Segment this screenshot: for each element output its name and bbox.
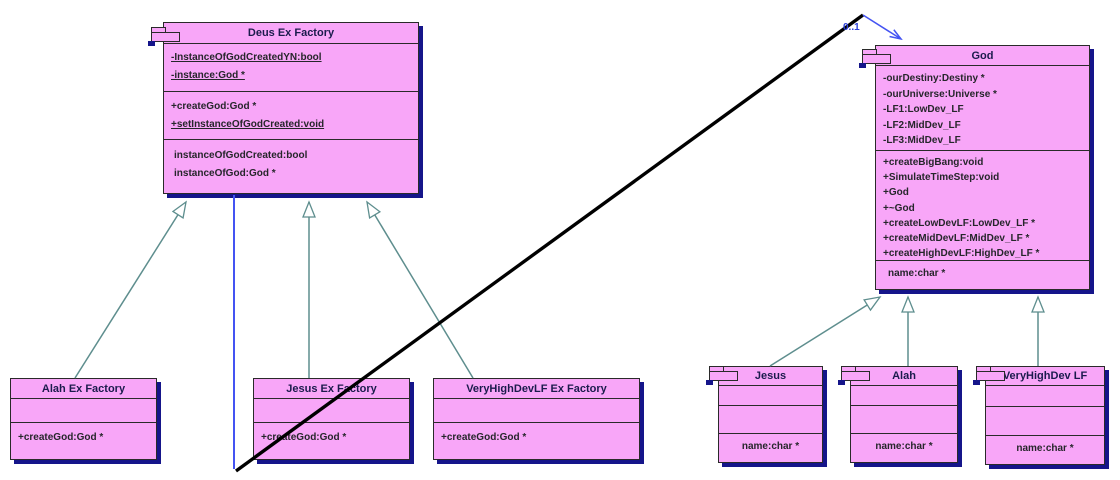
methods-compartment: +createGod:God * +setInstanceOfGodCreate… — [164, 92, 418, 140]
class-deus-ex-factory[interactable]: Deus Ex Factory -InstanceOfGodCreatedYN:… — [148, 22, 419, 194]
class-method: +createGod:God * — [18, 432, 104, 443]
class-method: +createBigBang:void — [883, 157, 984, 168]
attributes-compartment — [254, 399, 409, 423]
attributes-compartment — [434, 399, 639, 423]
class-attribute: -LF3:MidDev_LF — [883, 135, 961, 146]
class-attribute: -ourDestiny:Destiny * — [883, 73, 985, 84]
properties-compartment: name:char * — [719, 434, 822, 461]
class-jesus[interactable]: Jesus name:char * — [706, 366, 823, 463]
class-jesus-ex-factory[interactable]: Jesus Ex Factory +createGod:God * — [253, 378, 410, 460]
methods-compartment: +createGod:God * — [254, 423, 409, 458]
class-god[interactable]: God -ourDestiny:Destiny * -ourUniverse:U… — [859, 45, 1090, 290]
component-icon — [838, 366, 871, 386]
class-veryhighdev-lf[interactable]: VeryHighDev LF name:char * — [973, 366, 1105, 465]
class-property: name:char * — [741, 441, 800, 452]
inheritance-line-jesus-to-god — [769, 296, 882, 367]
class-attribute: -InstanceOfGodCreatedYN:bool — [171, 52, 322, 63]
class-method: +createMidDevLF:MidDev_LF * — [883, 233, 1030, 245]
component-icon — [148, 27, 181, 47]
class-property: name:char * — [875, 441, 933, 452]
class-method: +createGod:God * — [171, 101, 257, 112]
methods-compartment: +createBigBang:void +SimulateTimeStep:vo… — [876, 151, 1089, 261]
component-icon — [859, 49, 892, 69]
component-icon — [973, 366, 1006, 386]
properties-compartment: name:char * — [986, 436, 1104, 463]
association-arrow-to-god — [862, 14, 901, 39]
methods-compartment — [719, 406, 822, 434]
class-attribute: -LF2:MidDev_LF — [883, 119, 961, 131]
attributes-compartment: -ourDestiny:Destiny * -ourUniverse:Unive… — [876, 66, 1089, 151]
class-property: name:char * — [888, 268, 946, 279]
inheritance-line-veryhighdevlfexfactory-to-deusexfactory — [366, 200, 474, 379]
class-attribute: -ourUniverse:Universe * — [883, 88, 997, 100]
class-method: +createLowDevLF:LowDev_LF * — [883, 217, 1035, 229]
class-method: +createGod:God * — [261, 432, 347, 443]
class-veryhighdevlf-ex-factory[interactable]: VeryHighDevLF Ex Factory +createGod:God … — [433, 378, 640, 460]
class-title: VeryHighDevLF Ex Factory — [434, 379, 639, 399]
methods-compartment — [986, 407, 1104, 436]
class-title: Alah Ex Factory — [11, 379, 156, 399]
attributes-compartment — [719, 386, 822, 406]
class-title: VeryHighDev LF — [986, 367, 1104, 386]
class-attribute: -LF1:LowDev_LF — [883, 104, 964, 115]
attributes-compartment — [986, 386, 1104, 407]
component-icon — [706, 366, 739, 386]
multiplicity-label: 0..1 — [843, 22, 860, 33]
class-method: +setInstanceOfGodCreated:void — [171, 119, 325, 130]
class-method: +~God — [883, 202, 915, 214]
class-title: God — [876, 46, 1089, 66]
class-method: +createHighDevLF:HighDev_LF * — [883, 248, 1040, 260]
properties-compartment: instanceOfGodCreated:bool instanceOfGod:… — [164, 140, 418, 192]
class-title: Alah — [851, 367, 957, 386]
attributes-compartment — [11, 399, 156, 423]
class-attribute: -instance:God * — [171, 70, 245, 81]
class-property: instanceOfGod:God * — [174, 168, 276, 179]
attributes-compartment: -InstanceOfGodCreatedYN:bool -instance:G… — [164, 44, 418, 92]
methods-compartment: +createGod:God * — [434, 423, 639, 458]
class-alah[interactable]: Alah name:char * — [838, 366, 958, 463]
class-method: +SimulateTimeStep:void — [883, 172, 1000, 184]
properties-compartment: name:char * — [851, 434, 957, 461]
class-alah-ex-factory[interactable]: Alah Ex Factory +createGod:God * — [10, 378, 157, 460]
class-method: +createGod:God * — [441, 432, 527, 443]
properties-compartment: name:char * — [876, 261, 1089, 289]
class-property: instanceOfGodCreated:bool — [174, 150, 308, 161]
class-property: name:char * — [1016, 443, 1074, 454]
inheritance-line-alahexfactory-to-deusexfactory — [74, 200, 187, 379]
class-title: Deus Ex Factory — [164, 23, 418, 44]
methods-compartment — [851, 406, 957, 434]
attributes-compartment — [851, 386, 957, 406]
class-method: +God — [883, 187, 909, 199]
class-title: Jesus Ex Factory — [254, 379, 409, 399]
methods-compartment: +createGod:God * — [11, 423, 156, 458]
